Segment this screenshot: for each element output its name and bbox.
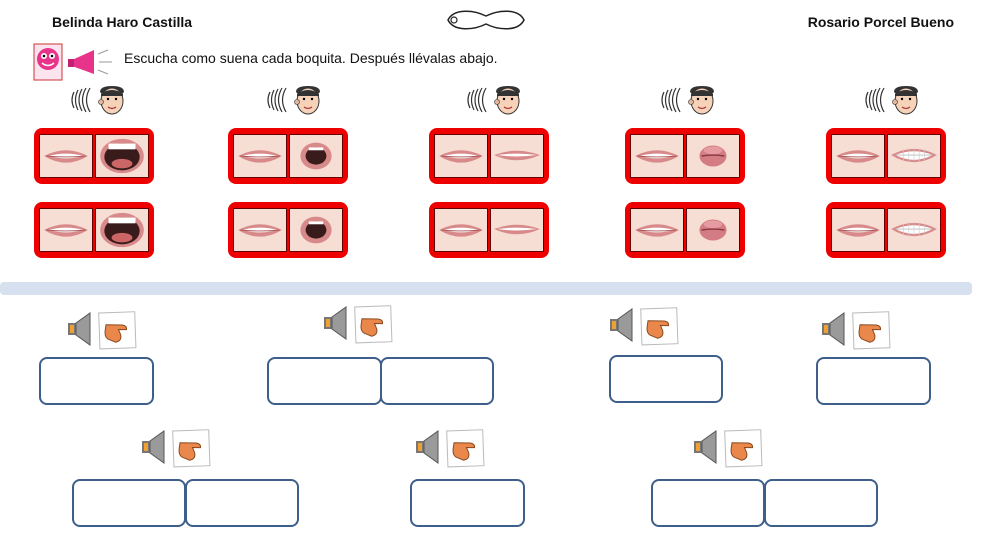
face-icon (688, 86, 714, 115)
pointing-hand-icon (172, 429, 211, 468)
mouth-smile-closed-image (490, 134, 544, 178)
listen-button[interactable] (460, 84, 524, 116)
mouth-card[interactable] (228, 202, 348, 258)
pointing-hand-icon (640, 307, 679, 346)
instruction-text: Escucha como suena cada boquita. Después… (124, 50, 498, 66)
play-sound-button[interactable] (322, 302, 402, 344)
mouth-neutral-image (39, 208, 93, 252)
sound-waves-icon (865, 87, 885, 113)
mouth-neutral-image (233, 208, 287, 252)
pointing-hand-icon (446, 429, 485, 468)
sound-waves-icon (71, 87, 91, 113)
megaphone-icon (68, 49, 112, 75)
author-left: Belinda Haro Castilla (52, 14, 193, 30)
mouth-card[interactable] (826, 202, 946, 258)
speaker-icon (416, 430, 439, 464)
mascot-icon (33, 43, 63, 81)
mouth-neutral-image (39, 134, 93, 178)
drop-zone[interactable] (764, 479, 878, 527)
mouth-teeth-grin-image (887, 134, 941, 178)
mouth-wide-open-image (95, 134, 149, 178)
section-divider (0, 282, 972, 295)
speaker-icon (610, 308, 633, 342)
pointing-hand-icon (852, 311, 891, 350)
instruction-icons (32, 42, 116, 82)
mouth-neutral-image (831, 208, 885, 252)
play-sound-button[interactable] (608, 304, 688, 346)
mouth-neutral-image (831, 134, 885, 178)
mouth-card[interactable] (228, 128, 348, 184)
mouth-kiss-image (686, 208, 740, 252)
mouth-round-open-image (289, 208, 343, 252)
drop-zone[interactable] (609, 355, 723, 403)
listen-button[interactable] (654, 84, 718, 116)
mouth-card[interactable] (429, 202, 549, 258)
play-sound-button[interactable] (692, 426, 772, 468)
drop-zone[interactable] (651, 479, 765, 527)
mouth-neutral-image (434, 208, 488, 252)
mouth-neutral-image (630, 208, 684, 252)
mouth-neutral-image (630, 134, 684, 178)
mouth-card[interactable] (826, 128, 946, 184)
speaker-icon (822, 312, 845, 346)
drop-zone[interactable] (72, 479, 186, 527)
face-icon (494, 86, 520, 115)
mouth-card[interactable] (429, 128, 549, 184)
drop-zone[interactable] (410, 479, 525, 527)
mouth-card[interactable] (34, 202, 154, 258)
mouth-wide-open-image (95, 208, 149, 252)
logo (444, 6, 528, 34)
mouth-teeth-grin-image (887, 208, 941, 252)
mouth-card[interactable] (625, 128, 745, 184)
listen-button[interactable] (858, 84, 922, 116)
speaker-icon (324, 306, 347, 340)
drop-zone[interactable] (380, 357, 494, 405)
pointing-hand-icon (724, 429, 763, 468)
mouth-kiss-image (686, 134, 740, 178)
speaker-icon (142, 430, 165, 464)
speaker-icon (68, 312, 91, 346)
listen-button[interactable] (260, 84, 324, 116)
drop-zone[interactable] (816, 357, 931, 405)
sound-waves-icon (267, 87, 287, 113)
author-right: Rosario Porcel Bueno (807, 14, 954, 30)
mouth-neutral-image (434, 134, 488, 178)
face-icon (98, 86, 124, 115)
face-icon (892, 86, 918, 115)
mouth-card[interactable] (625, 202, 745, 258)
mouth-round-open-image (289, 134, 343, 178)
play-sound-button[interactable] (820, 308, 900, 350)
sound-waves-icon (661, 87, 681, 113)
mouth-neutral-image (233, 134, 287, 178)
pointing-hand-icon (354, 305, 393, 344)
listen-button[interactable] (64, 84, 128, 116)
drop-zone[interactable] (267, 357, 382, 405)
drop-zone[interactable] (185, 479, 299, 527)
mouth-smile-closed-image (490, 208, 544, 252)
pointing-hand-icon (98, 311, 137, 350)
face-icon (294, 86, 320, 115)
play-sound-button[interactable] (140, 426, 220, 468)
play-sound-button[interactable] (66, 308, 146, 350)
mouth-card[interactable] (34, 128, 154, 184)
sound-waves-icon (467, 87, 487, 113)
drop-zone[interactable] (39, 357, 154, 405)
play-sound-button[interactable] (414, 426, 494, 468)
speaker-icon (694, 430, 717, 464)
